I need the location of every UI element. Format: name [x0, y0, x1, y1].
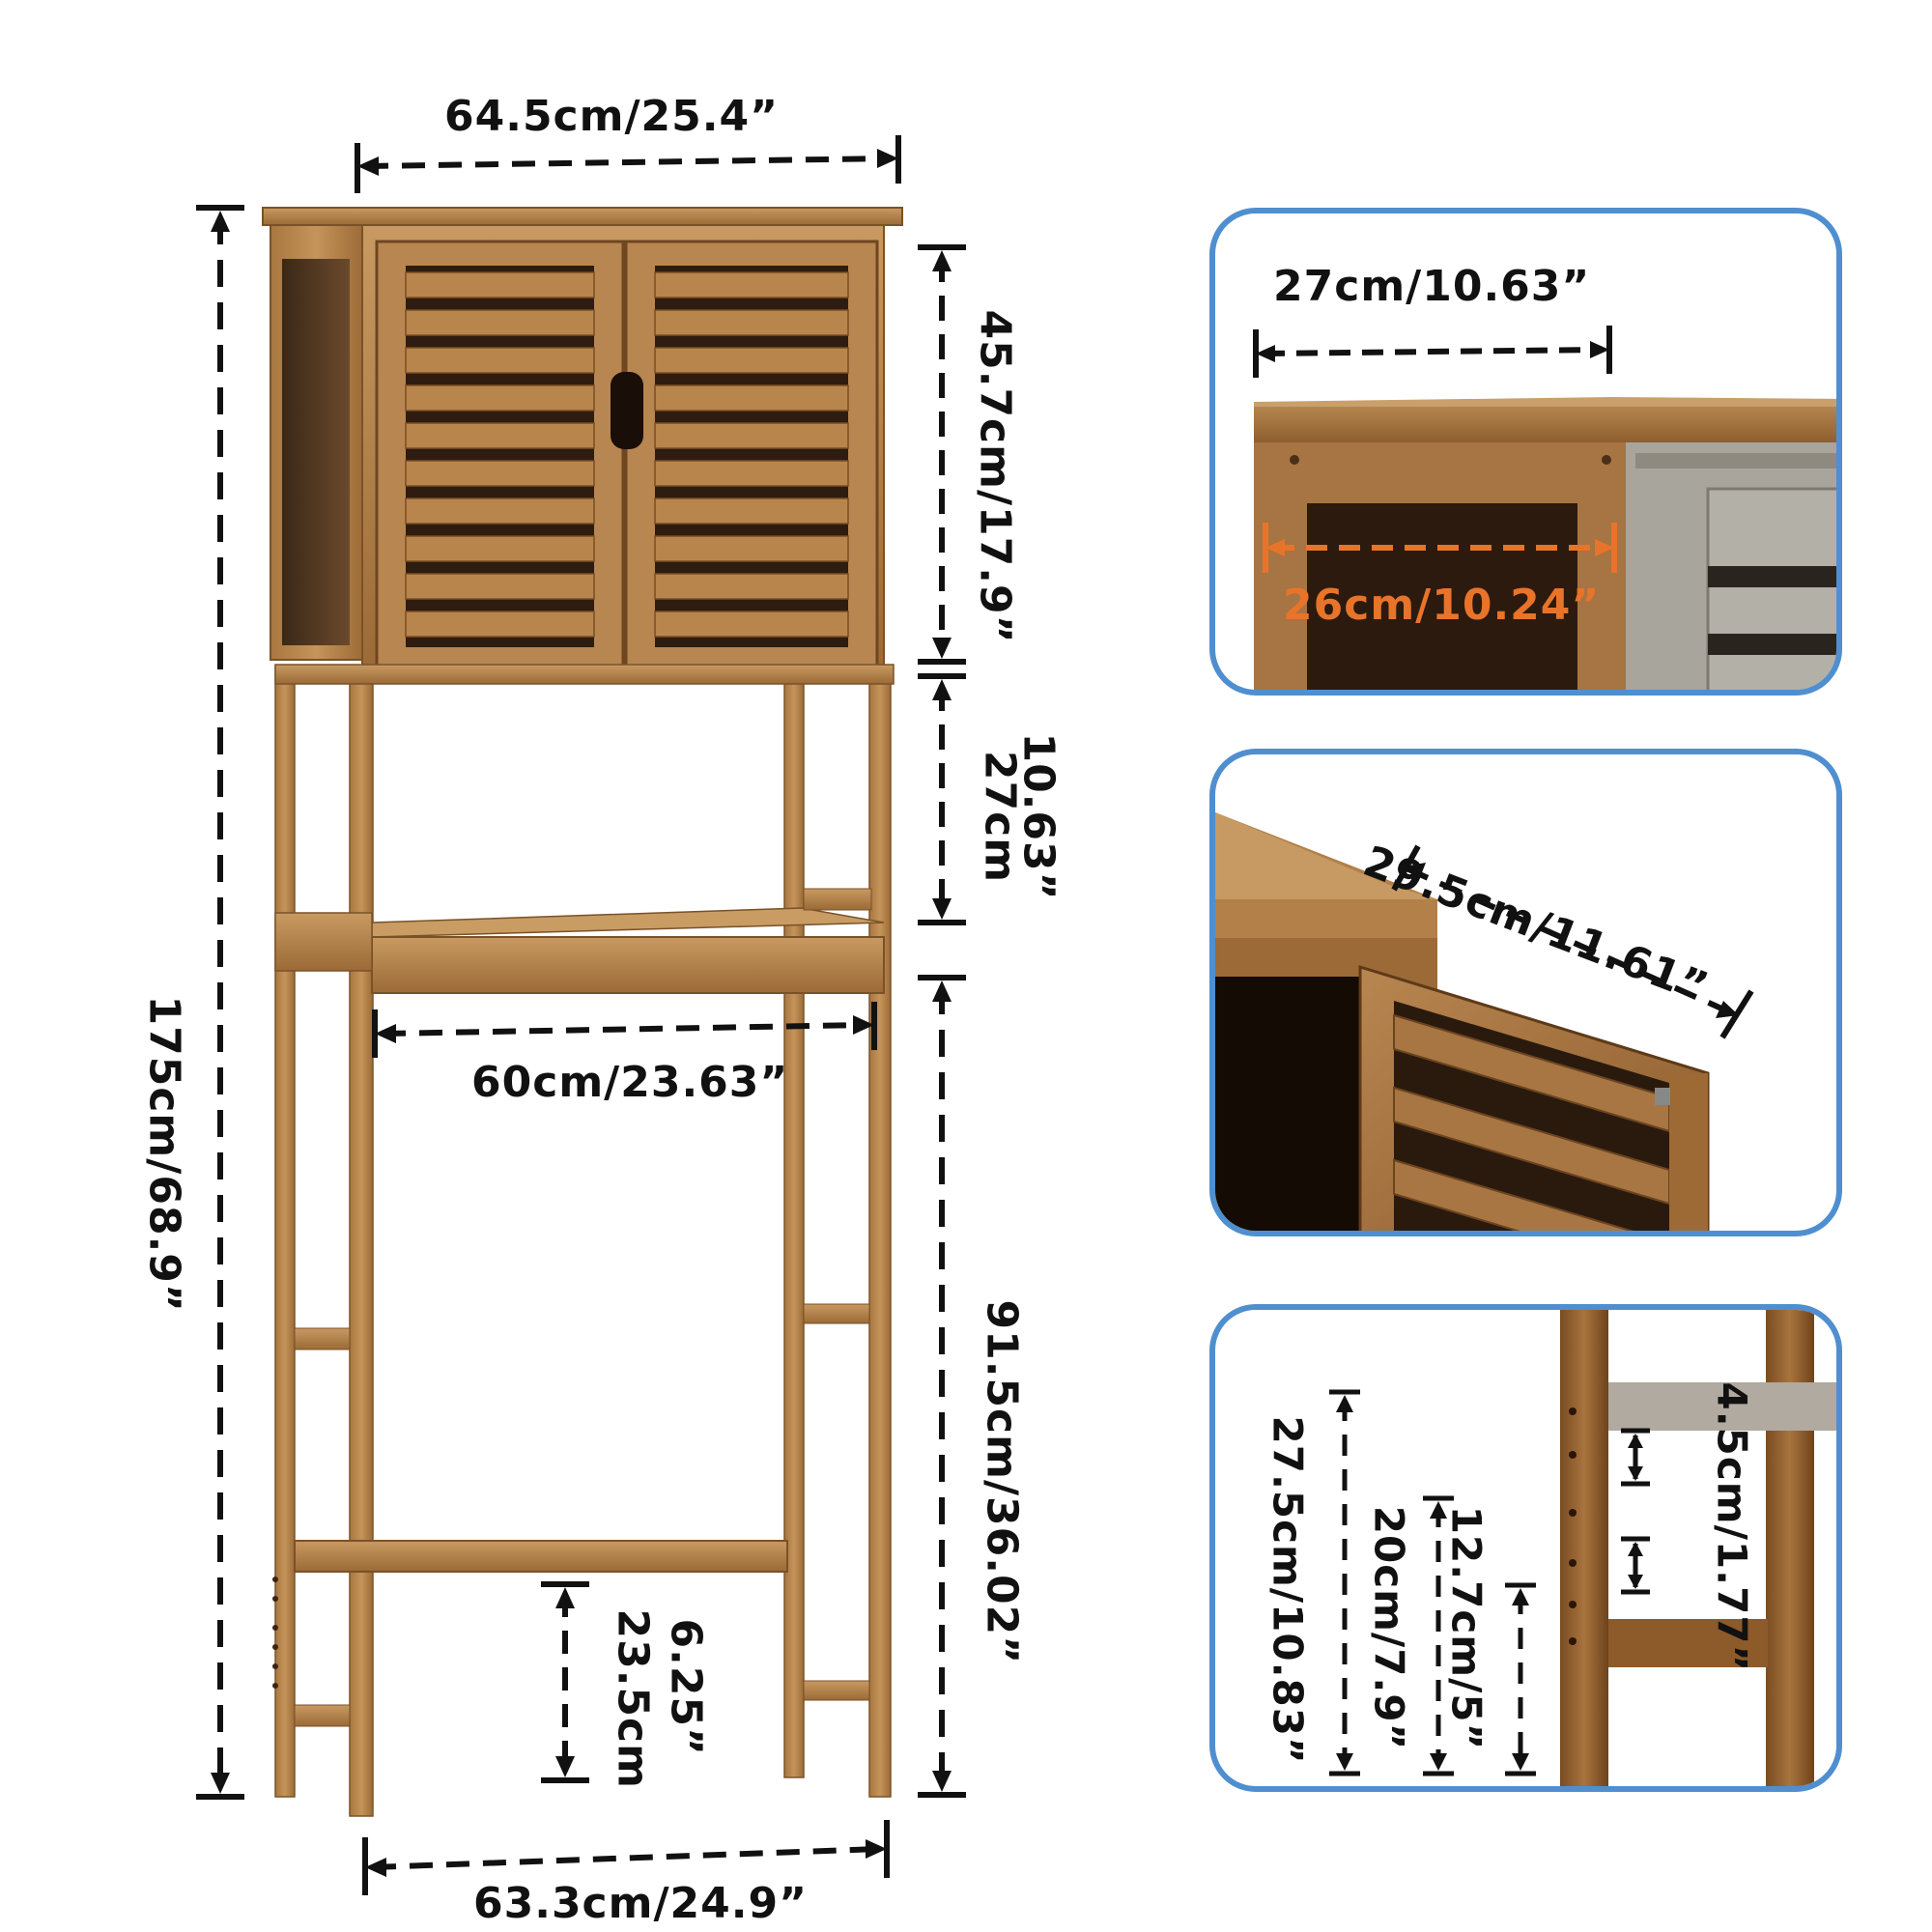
- detail-panel-rungs: 4.5cm/1.77” 27.5cm/10.83” 20cm/7.9” 12.7…: [1209, 1304, 1842, 1792]
- door-slat: [654, 347, 849, 374]
- left-rung-2: [294, 1704, 351, 1727]
- door-slat: [654, 309, 849, 336]
- right-back-leg: [783, 666, 805, 1778]
- door-handle: [611, 372, 643, 449]
- door-slat: [405, 573, 595, 600]
- right-rung-1: [803, 1303, 870, 1324]
- right-front-leg: [868, 666, 892, 1798]
- adjustment-holes: [272, 1577, 278, 1689]
- top-width-label: 64.5cm/25.4”: [444, 92, 780, 141]
- detail-panel-door: 29.5cm/11.61”: [1209, 749, 1842, 1236]
- base-width-label: 63.3cm/24.9”: [473, 1879, 809, 1928]
- door-slat: [654, 497, 849, 525]
- bottom-height-label: 91.5cm/36.02”: [977, 1299, 1027, 1665]
- door-slat: [654, 573, 849, 600]
- dimension-arrowheads: [211, 149, 952, 1877]
- inner-depth-label: 26cm/10.24”: [1283, 581, 1601, 630]
- lower-stretcher: [294, 1540, 788, 1573]
- left-back-leg: [349, 666, 374, 1817]
- total-height-label: 175cm/68.9”: [139, 995, 189, 1313]
- height-a-label: 27.5cm/10.83”: [1264, 1415, 1312, 1765]
- stretcher-cm-label: 23.5cm: [608, 1608, 658, 1790]
- left-front-leg: [274, 666, 296, 1798]
- depth-label: 27cm/10.63”: [1273, 262, 1591, 311]
- stretcher-in-label: 6.25”: [661, 1618, 711, 1756]
- door-slat: [405, 611, 595, 638]
- shelf-width-label: 60cm/23.63”: [471, 1058, 789, 1107]
- door-slat: [405, 497, 595, 525]
- door-slat: [654, 535, 849, 562]
- door-slats: [405, 271, 849, 638]
- right-rung-2: [803, 1680, 870, 1701]
- door-slat: [405, 460, 595, 487]
- cabinet-height-label: 45.7cm/17.9”: [970, 309, 1020, 644]
- height-c-label: 12.7cm/5”: [1442, 1505, 1491, 1751]
- detail-3-drawing: [1329, 1310, 1836, 1786]
- middle-shelf-side-rail: [274, 912, 373, 972]
- door-slat: [654, 271, 849, 298]
- dimension-lines: [196, 135, 966, 1895]
- detail-2-drawing: [1215, 812, 1754, 1231]
- door-slat: [405, 271, 595, 298]
- top-board: [262, 207, 903, 226]
- middle-shelf-top: [371, 907, 885, 938]
- left-rung-1: [294, 1327, 351, 1350]
- door-slat: [654, 611, 849, 638]
- door-slat: [405, 309, 595, 336]
- door-slat: [405, 422, 595, 449]
- height-b-label: 20cm/7.9”: [1365, 1505, 1413, 1751]
- door-slat: [654, 460, 849, 487]
- cabinet-side-panel: [282, 259, 350, 645]
- left-door: [375, 240, 625, 668]
- shelf-gap-cm-label: 27cm: [975, 750, 1025, 884]
- spacing-label: 4.5cm/1.77”: [1708, 1381, 1756, 1673]
- door-slat: [405, 535, 595, 562]
- door-slat: [654, 384, 849, 412]
- detail-1-drawing: [1253, 326, 1836, 690]
- door-slat: [405, 384, 595, 412]
- right-door: [624, 240, 879, 668]
- door-slat: [654, 422, 849, 449]
- cabinet-bottom-rail: [274, 664, 895, 685]
- middle-shelf-front: [371, 936, 885, 994]
- detail-panel-depth: 27cm/10.63” 26cm/10.24”: [1209, 208, 1842, 696]
- right-shelf-rail: [803, 888, 872, 911]
- door-slat: [405, 347, 595, 374]
